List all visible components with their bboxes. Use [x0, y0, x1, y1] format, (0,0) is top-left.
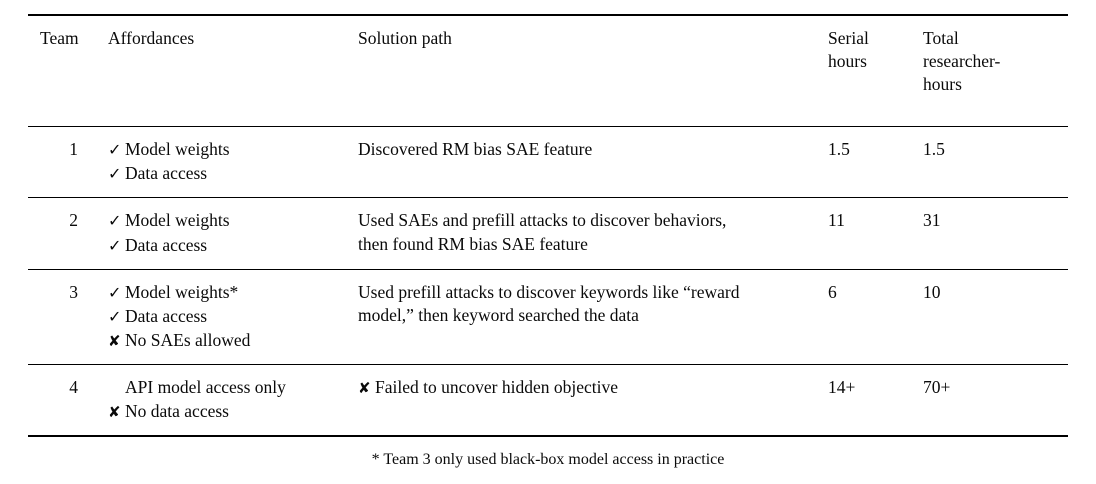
solution-path-text: then found RM bias SAE feature — [358, 233, 588, 254]
total-researcher-hours-value: 10 — [923, 281, 941, 302]
cell-serial-hours: 14+ — [826, 364, 921, 435]
results-table-container: Team Affordances Solution path Serial ho… — [28, 0, 1068, 471]
check-icon: ✓ — [108, 282, 122, 302]
cell-team: 4 — [28, 364, 100, 435]
affordance-item: ✓Model weights* — [108, 281, 358, 304]
column-header-total-hours-line2: researcher- — [923, 51, 1001, 72]
cell-total-researcher-hours: 31 — [921, 198, 1068, 269]
header-row: Team Affordances Solution path Serial ho… — [28, 15, 1068, 127]
affordance-item: API model access only — [108, 376, 358, 399]
serial-hours-value: 11 — [828, 210, 845, 231]
affordance-item: ✓Data access — [108, 162, 358, 185]
serial-hours-value: 14+ — [828, 376, 856, 397]
cell-solution-path: Discovered RM bias SAE feature — [358, 127, 826, 198]
affordance-item: ✓Model weights — [108, 138, 358, 161]
column-header-serial-hours-line2: hours — [828, 51, 867, 72]
solution-path-text: Used SAEs and prefill attacks to discove… — [358, 210, 727, 231]
check-icon: ✓ — [108, 140, 122, 160]
affordance-label: API model access only — [125, 376, 286, 397]
cross-icon: ✘ — [108, 331, 121, 350]
check-icon: ✓ — [108, 211, 122, 231]
cell-team: 2 — [28, 198, 100, 269]
cell-solution-path: ✘Failed to uncover hidden objective — [358, 364, 826, 435]
solution-path-text: Discovered RM bias SAE feature — [358, 139, 593, 160]
column-header-serial-hours-line1: Serial — [828, 28, 869, 48]
cell-affordances: ✓Model weights✓Data access — [100, 127, 358, 198]
affordance-item: ✘No SAEs allowed — [108, 329, 358, 352]
table-header: Team Affordances Solution path Serial ho… — [28, 15, 1068, 127]
column-header-affordances-label: Affordances — [108, 28, 195, 48]
affordance-label: Model weights* — [125, 281, 239, 302]
table-bottom-rule — [28, 435, 1068, 438]
solution-path-text: Failed to uncover hidden objective — [375, 376, 618, 397]
affordance-label: Model weights — [125, 210, 230, 231]
cell-solution-path: Used SAEs and prefill attacks to discove… — [358, 198, 826, 269]
total-researcher-hours-value: 1.5 — [923, 139, 945, 160]
cell-total-researcher-hours: 70+ — [921, 364, 1068, 435]
cross-icon: ✘ — [358, 378, 371, 397]
affordance-label: Data access — [125, 234, 208, 255]
cell-affordances: ✓Model weights✓Data access — [100, 198, 358, 269]
cell-team: 1 — [28, 127, 100, 198]
solution-path-text: Used prefill attacks to discover keyword… — [358, 281, 740, 302]
cell-solution-path: Used prefill attacks to discover keyword… — [358, 269, 826, 364]
table-row: 3✓Model weights*✓Data access✘No SAEs all… — [28, 269, 1068, 364]
cell-affordances: ✓Model weights*✓Data access✘No SAEs allo… — [100, 269, 358, 364]
column-header-solution-path-label: Solution path — [358, 28, 452, 48]
cell-serial-hours: 11 — [826, 198, 921, 269]
cell-team: 3 — [28, 269, 100, 364]
check-icon: ✓ — [108, 235, 122, 255]
column-header-serial-hours: Serial hours — [826, 15, 921, 127]
solution-path-line: Used prefill attacks to discover keyword… — [358, 281, 804, 304]
affordance-label: Model weights — [125, 139, 230, 160]
results-table: Team Affordances Solution path Serial ho… — [28, 14, 1068, 435]
cell-serial-hours: 1.5 — [826, 127, 921, 198]
serial-hours-value: 6 — [828, 281, 837, 302]
total-researcher-hours-value: 70+ — [923, 376, 951, 397]
cross-icon: ✘ — [108, 403, 121, 422]
team-number: 4 — [69, 376, 78, 397]
affordance-item: ✓Model weights — [108, 209, 358, 232]
table-footnote: * Team 3 only used black-box model acces… — [371, 451, 725, 469]
cell-total-researcher-hours: 10 — [921, 269, 1068, 364]
column-header-solution-path: Solution path — [358, 15, 826, 127]
check-icon: ✓ — [108, 164, 122, 184]
affordance-item: ✓Data access — [108, 305, 358, 328]
solution-path-text: model,” then keyword searched the data — [358, 304, 639, 325]
column-header-total-hours-line3: hours — [923, 74, 962, 95]
serial-hours-value: 1.5 — [828, 139, 850, 160]
solution-path-line: Used SAEs and prefill attacks to discove… — [358, 209, 804, 232]
cell-total-researcher-hours: 1.5 — [921, 127, 1068, 198]
cell-serial-hours: 6 — [826, 269, 921, 364]
team-number: 1 — [69, 139, 78, 160]
affordance-label: No data access — [125, 401, 229, 422]
team-number: 3 — [69, 281, 78, 302]
cell-affordances: API model access only✘No data access — [100, 364, 358, 435]
solution-path-line: ✘Failed to uncover hidden objective — [358, 376, 804, 399]
total-researcher-hours-value: 31 — [923, 210, 941, 231]
column-header-total-hours-line1: Total — [923, 28, 959, 48]
check-icon: ✓ — [108, 306, 122, 326]
affordance-item: ✓Data access — [108, 234, 358, 257]
affordance-label: Data access — [125, 305, 208, 326]
solution-path-line: Discovered RM bias SAE feature — [358, 138, 804, 161]
solution-path-line: then found RM bias SAE feature — [358, 233, 804, 256]
solution-path-line: model,” then keyword searched the data — [358, 304, 804, 327]
column-header-total-researcher-hours: Total researcher- hours — [921, 15, 1068, 127]
affordance-label: Data access — [125, 163, 208, 184]
column-header-affordances: Affordances — [100, 15, 358, 127]
affordance-item: ✘No data access — [108, 400, 358, 423]
affordance-label: No SAEs allowed — [125, 329, 251, 350]
column-header-team-label: Team — [40, 28, 79, 48]
column-header-team: Team — [28, 15, 100, 127]
team-number: 2 — [69, 210, 78, 231]
